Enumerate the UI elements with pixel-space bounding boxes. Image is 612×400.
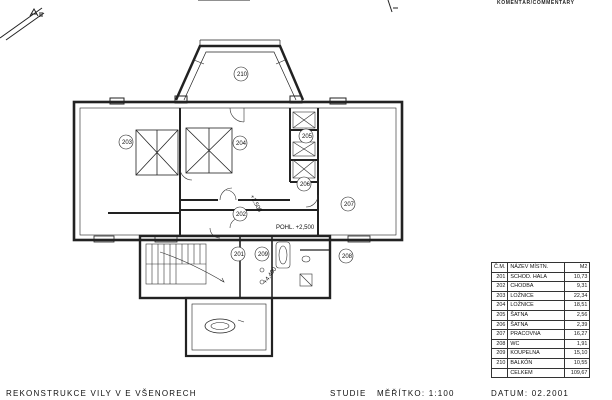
col-header-name: NÁZEV MÍSTN. xyxy=(507,262,566,273)
room-tag-205-circle xyxy=(298,128,314,144)
room-tag-201: 201 xyxy=(234,252,245,258)
cell-room-no: 209 xyxy=(490,348,509,359)
room-tag-202: 202 xyxy=(236,212,247,218)
col-header-area: M2 xyxy=(564,262,591,273)
drawing-scale: MĚŘÍTKO: 1:100 xyxy=(377,389,455,398)
cell-room-no: 201 xyxy=(490,271,509,283)
cell-room-name: SCHOD. HALA xyxy=(507,271,566,283)
cell-room-no: 204 xyxy=(490,300,509,311)
bay-window xyxy=(174,39,305,101)
balcony xyxy=(184,296,274,358)
cell-room-name: CHODBA xyxy=(507,281,566,292)
bed-room-204 xyxy=(185,127,233,174)
room-tag-208-circle xyxy=(338,248,354,264)
comment-label: KOMENTÁŘ/COMMENTARY xyxy=(497,0,575,6)
cell-room-no: 210 xyxy=(490,357,509,369)
cell-room-name: LOŽNICE xyxy=(507,300,566,311)
room-tag-205: 205 xyxy=(302,134,313,140)
cell-room-no: 202 xyxy=(490,281,509,292)
lower-block-walls xyxy=(138,234,332,300)
cell-room-area: 10,55 xyxy=(564,357,591,369)
staircase xyxy=(145,243,225,285)
room-tag-208: 208 xyxy=(342,254,353,260)
top-border-mark xyxy=(198,0,398,13)
ramp-level-label: +4,400 xyxy=(263,266,279,285)
cell-room-name: WC xyxy=(507,338,566,350)
room-tag-206: 206 xyxy=(300,182,311,188)
room-tag-203-circle xyxy=(118,134,134,150)
cell-room-area: 22,34 xyxy=(564,290,591,302)
cell-room-no: 208 xyxy=(490,338,509,350)
room-tag-209: 209 xyxy=(258,252,269,258)
doors xyxy=(179,107,319,239)
cell-room-no: 205 xyxy=(490,309,509,321)
room-tag-204: 204 xyxy=(236,141,247,147)
cell-room-name: ŠATNA xyxy=(507,319,566,331)
cell-room-area: 16,27 xyxy=(564,329,591,340)
room-tag-207-circle xyxy=(340,196,356,212)
room-tag-203: 203 xyxy=(122,140,133,146)
cell-room-name: PRACOVNA xyxy=(507,329,566,340)
cell-room-name: BALKÓN xyxy=(507,357,566,369)
room-tag-209-circle xyxy=(254,246,270,262)
cell-room-no xyxy=(490,367,509,379)
cell-room-name: KOUPELNA xyxy=(507,348,566,359)
room-tag-210-circle xyxy=(233,66,249,82)
closet-hatching xyxy=(292,111,316,179)
room-tag-204-circle xyxy=(232,135,248,151)
floor-level-label: POHL. +2,500 xyxy=(276,225,315,231)
cell-room-area: 1,91 xyxy=(564,338,591,350)
cell-room-area: 18,51 xyxy=(564,300,591,311)
cell-room-area: 109,67 xyxy=(564,367,591,379)
room-tag-201-circle xyxy=(230,246,246,262)
cell-room-area: 9,31 xyxy=(564,281,591,292)
cell-room-area: 2,56 xyxy=(564,309,591,321)
drawing-date: DATUM: 02.2001 xyxy=(491,389,570,398)
cell-room-no: 207 xyxy=(490,329,509,340)
interior-walls xyxy=(108,108,319,236)
col-header-no: Č.M. xyxy=(490,262,509,273)
project-stage: STUDIE xyxy=(330,389,367,398)
cell-room-area: 10,73 xyxy=(564,271,591,283)
bed-room-203 xyxy=(135,129,179,176)
cell-room-name: LOŽNICE xyxy=(507,290,566,302)
room-tag-207: 207 xyxy=(344,202,355,208)
room-tag-202-circle xyxy=(232,206,248,222)
cell-room-name: CELKEM xyxy=(507,367,566,379)
cell-room-area: 2,39 xyxy=(564,319,591,331)
cell-room-no: 203 xyxy=(490,290,509,302)
cell-room-no: 206 xyxy=(490,319,509,331)
logo-mark-icon xyxy=(0,7,45,41)
cell-room-name: ŠATNA xyxy=(507,309,566,321)
room-tag-210: 210 xyxy=(237,72,248,78)
room-tag-206-circle xyxy=(296,176,312,192)
cell-room-area: 15,10 xyxy=(564,348,591,359)
table-header-row: Č.M. NÁZEV MÍSTN. M2 xyxy=(490,262,591,273)
project-title: REKONSTRUKCE VILY V E VŠENORECH xyxy=(6,389,197,398)
bathroom-fixtures xyxy=(259,241,313,287)
